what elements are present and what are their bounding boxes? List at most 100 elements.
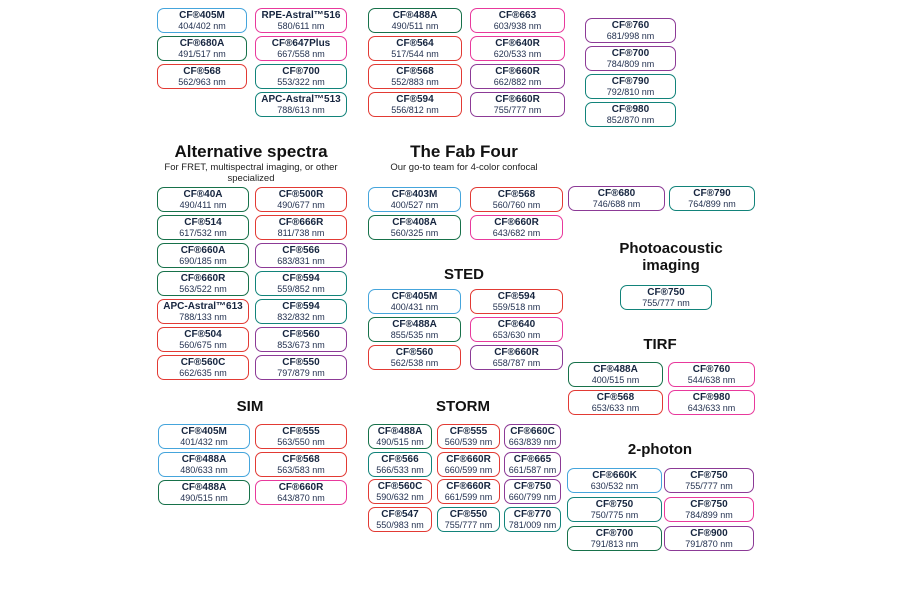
dye-name: CF®405M [179, 10, 225, 21]
dye-ex-em: 630/532 nm [590, 481, 639, 491]
dye-ex-em: 755/777 nm [444, 519, 493, 530]
fab-four-header: The Fab Four Our go-to team for 4-color … [363, 142, 565, 173]
dye-ex-em: 400/515 nm [591, 375, 640, 385]
dye-name: CF®660R [278, 482, 324, 493]
dye-name: CF®680A [179, 38, 225, 49]
dye-name: CF®566 [381, 453, 419, 465]
dye-ex-em: 797/879 nm [277, 368, 325, 378]
dye-ex-em: 653/633 nm [591, 403, 640, 413]
dye-name: CF®568 [183, 66, 221, 77]
dye-ex-em: 544/638 nm [687, 375, 736, 385]
dye-ex-em: 661/587 nm [508, 464, 557, 475]
dye-ex-em: 784/899 nm [685, 510, 733, 520]
dye-ex-em: 550/983 nm [376, 519, 424, 530]
dye-ex-em: 662/882 nm [493, 77, 542, 87]
dye-ex-em: 653/630 nm [492, 330, 541, 340]
dye-ex-em: 643/682 nm [492, 228, 541, 238]
photoacoustic-header: Photoacoustic imaging [619, 240, 723, 274]
dye-name: CF®770 [513, 508, 552, 520]
dye-ex-em: 400/431 nm [390, 302, 439, 312]
dye-ex-em: 490/411 nm [179, 200, 227, 210]
dye-ex-em: 660/799 nm [508, 492, 557, 502]
dye-ex-em: 556/812 nm [391, 105, 439, 115]
dye-name: CF®647Plus [271, 38, 331, 49]
dye-ex-em: 490/511 nm [391, 21, 439, 31]
dye-ex-em: 792/810 nm [606, 87, 655, 97]
dye-name: CF®488A [181, 482, 227, 493]
dye-name: CF®660R [446, 453, 491, 465]
dye-ex-em: 791/870 nm [685, 539, 733, 549]
dye-name: CF®547 [381, 508, 419, 520]
dye-ex-em: 788/613 nm [277, 105, 325, 115]
dye-ex-em: 832/832 nm [277, 312, 325, 322]
dye-name: CF®760 [692, 364, 731, 375]
dye-ex-em: 663/839 nm [508, 437, 557, 447]
dye-ex-em: 667/558 nm [277, 49, 325, 59]
dye-ex-em: 562/538 nm [390, 358, 439, 368]
dye-name: CF®500R [278, 189, 324, 200]
dye-ex-em: 491/517 nm [178, 49, 226, 59]
dye-ex-em: 683/831 nm [277, 256, 325, 266]
dye-name: CF®660C [510, 426, 555, 437]
tirf-header: TIRF [643, 336, 677, 353]
two-photon-header: 2-photon [627, 441, 693, 458]
dye-ex-em: 755/777 nm [642, 298, 690, 308]
dye-name: CF®750 [595, 499, 634, 510]
dye-name: CF®514 [184, 217, 222, 228]
dye-ex-em: 781/009 nm [508, 519, 557, 530]
dye-name: CF®568 [596, 392, 635, 403]
dye-name: CF®488A [593, 364, 638, 375]
dye-name: CF®560 [395, 347, 434, 358]
dye-name: CF®594 [282, 273, 320, 284]
dye-name: CF®790 [611, 76, 650, 87]
dye-ex-em: 661/599 nm [444, 492, 493, 502]
dye-ex-em: 784/809 nm [606, 59, 655, 69]
dye-name: CF®504 [184, 329, 222, 340]
dye-ex-em: 552/883 nm [391, 77, 439, 87]
dye-name: CF®900 [690, 528, 728, 539]
dye-name: CF®980 [611, 104, 650, 115]
